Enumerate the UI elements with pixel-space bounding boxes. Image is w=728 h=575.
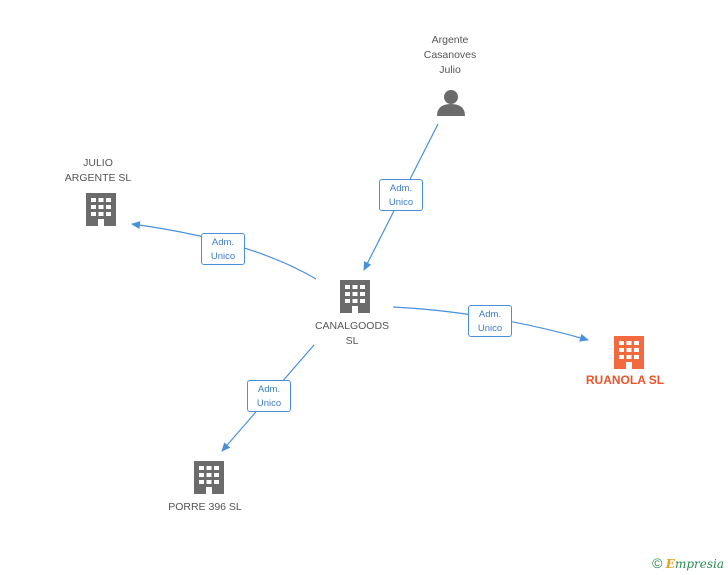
- node-label-line: CANALGOODS: [314, 320, 390, 332]
- node-label-line: Casanoves: [423, 49, 477, 61]
- node-label-line: Argente: [431, 34, 469, 46]
- node-label-canalgoods[interactable]: CANALGOODS SL: [302, 319, 402, 349]
- copyright-icon: ©: [652, 555, 663, 571]
- edge-role-label[interactable]: Adm. Unico: [468, 305, 512, 337]
- edge-role-line: Adm.: [211, 237, 235, 248]
- footer-branding: © Empresia: [652, 555, 724, 571]
- node-label-line: JULIO: [83, 157, 113, 169]
- node-label-line: RUANOLA SL: [585, 373, 665, 387]
- node-label-julio[interactable]: JULIO ARGENTE SL: [48, 156, 148, 186]
- brand-logo: Empresia: [666, 557, 724, 571]
- node-label-line: SL: [345, 335, 359, 347]
- node-label-porre[interactable]: PORRE 396 SL: [155, 500, 255, 515]
- node-label-argente[interactable]: Argente Casanoves Julio: [400, 33, 500, 78]
- edge-role-label[interactable]: Adm. Unico: [379, 179, 423, 211]
- building-icon[interactable]: [194, 461, 224, 494]
- building-icon[interactable]: [86, 193, 116, 226]
- node-label-line: ARGENTE SL: [64, 172, 132, 184]
- edge-role-line: Unico: [210, 251, 236, 262]
- edge-role-line: Unico: [477, 323, 503, 334]
- building-icon[interactable]: [614, 336, 644, 369]
- person-icon[interactable]: [437, 90, 465, 116]
- brand-name: mpresia: [674, 557, 724, 571]
- node-label-line: Julio: [439, 64, 461, 76]
- edge-role-line: Adm.: [257, 384, 281, 395]
- node-label-line: PORRE 396 SL: [168, 501, 242, 513]
- building-icon[interactable]: [340, 280, 370, 313]
- edge-role-line: Unico: [388, 197, 414, 208]
- edge-role-line: Adm.: [389, 183, 413, 194]
- edge-role-label[interactable]: Adm. Unico: [201, 233, 245, 265]
- edge-role-label[interactable]: Adm. Unico: [247, 380, 291, 412]
- brand-initial: E: [665, 557, 675, 571]
- edge-role-line: Unico: [256, 398, 282, 409]
- edge-role-line: Adm.: [478, 309, 502, 320]
- node-label-ruanola[interactable]: RUANOLA SL: [575, 373, 675, 388]
